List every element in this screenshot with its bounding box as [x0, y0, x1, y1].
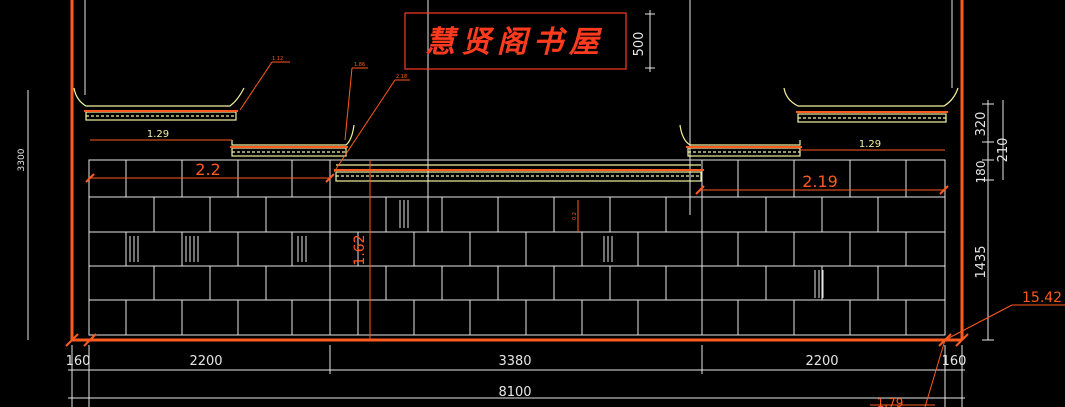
left-lower-roof: [231, 124, 355, 146]
bottom-dims: [68, 345, 965, 407]
leader-label-2: 1.86: [354, 62, 365, 68]
dim-left-129: 1.29: [147, 129, 169, 140]
sign-board: [404, 12, 627, 70]
sign-text: 慧贤阁书屋: [425, 25, 605, 60]
dim-right-320: 320: [974, 112, 989, 137]
right-lower-roof: [679, 124, 801, 146]
leader-bottom: [924, 339, 946, 407]
dim-bottom-partial: 1.79: [877, 396, 904, 407]
wall-outline: [88, 159, 946, 336]
leader-label-3: 2.18: [396, 74, 407, 80]
interior-dims: [90, 61, 945, 340]
dim-center-162: 1.62: [352, 234, 368, 265]
dim-right-210: 210: [996, 138, 1011, 163]
leader-label-1: 1.12: [272, 56, 283, 62]
dim-bottom-160-right: 160: [942, 354, 967, 369]
right-upper-roof: [783, 87, 959, 107]
dim-right-180: 180: [974, 161, 988, 184]
dim-bottom-160-left: 160: [66, 354, 91, 369]
left-height-label: 3300: [17, 148, 27, 171]
dim-left-22: 2.2: [195, 160, 220, 179]
leader-right: [944, 304, 1013, 341]
left-upper-roof: [73, 87, 245, 107]
right-vertical-dims: [982, 100, 1004, 341]
brick-wall: [88, 159, 946, 336]
dim-small-02: 0.2: [572, 212, 578, 220]
dimension-ticks: [65, 173, 969, 347]
dim-bottom-2200-left: 2200: [189, 354, 222, 369]
lattice-marks: [129, 200, 824, 298]
dim-bottom-total: 8100: [498, 385, 531, 400]
dim-bottom-3380: 3380: [498, 354, 531, 369]
dim-right-129: 1.29: [859, 139, 881, 150]
slab-lines: [84, 110, 948, 171]
dim-right-1542: 15.42: [1022, 290, 1062, 306]
dim-right-219: 2.19: [802, 172, 838, 191]
sign-height-label: 500: [632, 32, 647, 57]
dim-right-1435: 1435: [974, 245, 989, 278]
dim-bottom-2200-right: 2200: [805, 354, 838, 369]
